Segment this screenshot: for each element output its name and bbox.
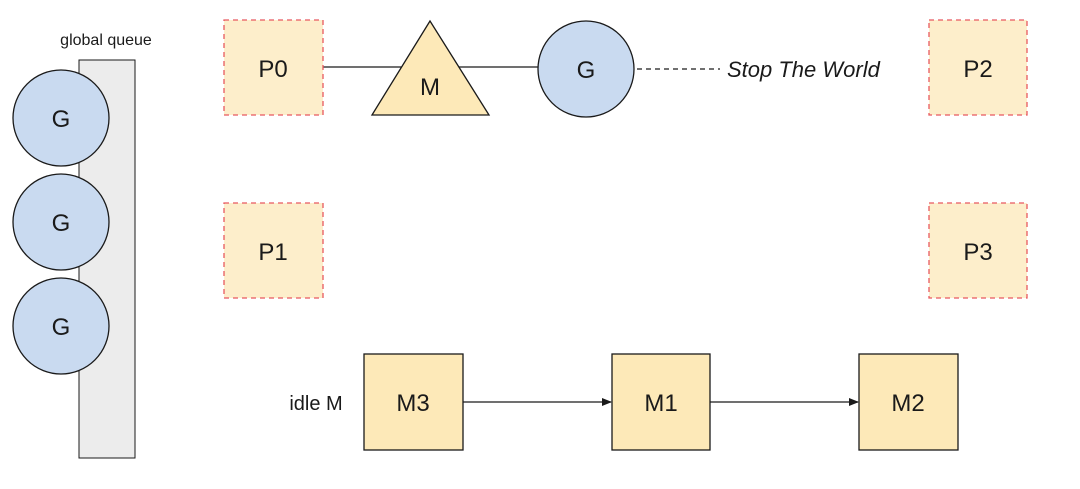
machine-label: M [420, 74, 440, 101]
running-goroutine: G [537, 20, 635, 118]
machine-box [858, 353, 959, 451]
processor-label: P1 [258, 239, 287, 266]
processor-p3: P3 [928, 202, 1028, 299]
processor-label: P3 [963, 239, 992, 266]
goroutine-circle [12, 69, 110, 167]
idle-machine-m2: M2 [858, 353, 959, 451]
processor-box [223, 19, 324, 116]
processor-box [928, 19, 1028, 116]
goroutine-circle [537, 20, 635, 118]
processor-box [223, 202, 324, 299]
goroutine-label: G [577, 57, 596, 84]
idle-machine-m1: M1 [611, 353, 711, 451]
processor-box [928, 202, 1028, 299]
running-machine: M [370, 19, 491, 116]
queue-goroutine-2: G [12, 173, 110, 271]
machine-label: M2 [891, 390, 924, 417]
queue-goroutine-3: G [12, 277, 110, 375]
idle-m-label: idle M [289, 393, 342, 415]
machine-box [611, 353, 711, 451]
goroutine-label: G [52, 106, 71, 133]
goroutine-label: G [52, 314, 71, 341]
goroutine-circle [12, 173, 110, 271]
machine-label: M3 [396, 390, 429, 417]
idle-machine-m3: M3 [363, 353, 464, 451]
global-queue: global queue G G G [12, 32, 152, 459]
machine-box [363, 353, 464, 451]
global-queue-label: global queue [60, 32, 152, 49]
goroutine-circle [12, 277, 110, 375]
queue-goroutine-1: G [12, 69, 110, 167]
processor-p2: P2 [928, 19, 1028, 116]
machine-label: M1 [644, 390, 677, 417]
machine-triangle [370, 19, 491, 116]
processor-p1: P1 [223, 202, 324, 299]
processor-label: P0 [258, 56, 287, 83]
stop-the-world-label: Stop The World [727, 57, 881, 82]
goroutine-label: G [52, 210, 71, 237]
processor-label: P2 [963, 56, 992, 83]
processor-p0: P0 [223, 19, 324, 116]
